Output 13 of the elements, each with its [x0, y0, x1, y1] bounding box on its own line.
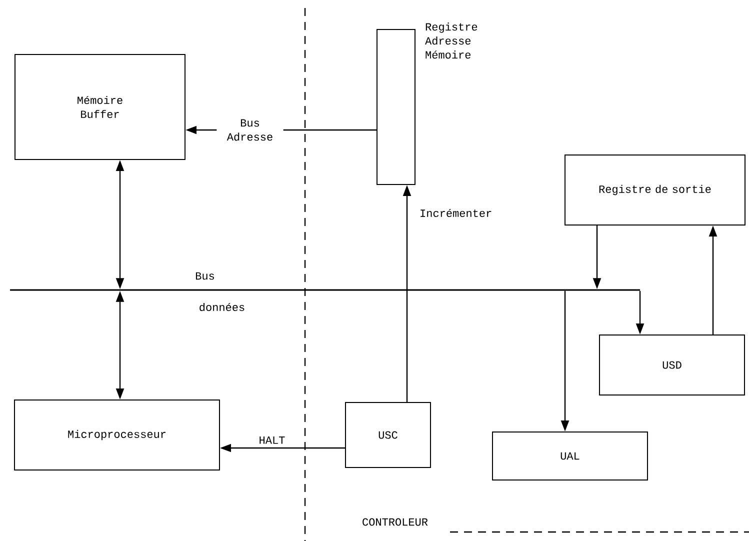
- region-label: CONTROLEUR: [362, 518, 428, 526]
- bus-label: Bus: [196, 272, 214, 280]
- unit-box: Microprocesseur: [14, 400, 220, 470]
- unit-box: Registre de sortie: [564, 154, 746, 226]
- register-label: Registre Adresse Mémoire: [425, 22, 478, 59]
- unit-box: Mémoire Buffer: [14, 54, 186, 160]
- edge-label: Bus Adresse: [216, 116, 284, 144]
- unit-box: UAL: [492, 432, 648, 480]
- bus-label: données: [200, 302, 244, 312]
- unit-box: USC: [345, 402, 431, 468]
- edge-label: Incrémenter: [416, 206, 496, 220]
- unit-box: USD: [599, 334, 745, 396]
- edge-label: HALT: [256, 434, 288, 446]
